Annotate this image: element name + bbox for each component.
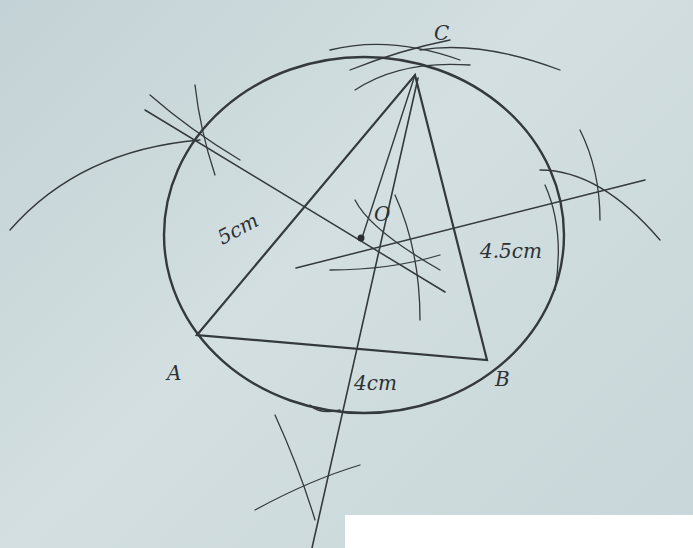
- white-patch: [345, 515, 693, 548]
- centre-point: [358, 235, 365, 242]
- construction-arcs: [10, 40, 660, 520]
- bisector-line: [296, 180, 645, 268]
- point-label: C: [432, 22, 451, 44]
- dimension-label: 4.5cm: [478, 240, 544, 262]
- bisector-line: [312, 78, 418, 548]
- point-label: O: [372, 203, 392, 225]
- point-label: B: [493, 368, 512, 390]
- construction-line: [362, 75, 415, 238]
- dimension-label: 4cm: [352, 372, 399, 394]
- bisector-line: [145, 110, 445, 292]
- dimension-label: 5cm: [212, 208, 264, 249]
- point-label: A: [165, 362, 183, 384]
- circumcircle: [164, 57, 564, 413]
- triangle: [197, 75, 487, 360]
